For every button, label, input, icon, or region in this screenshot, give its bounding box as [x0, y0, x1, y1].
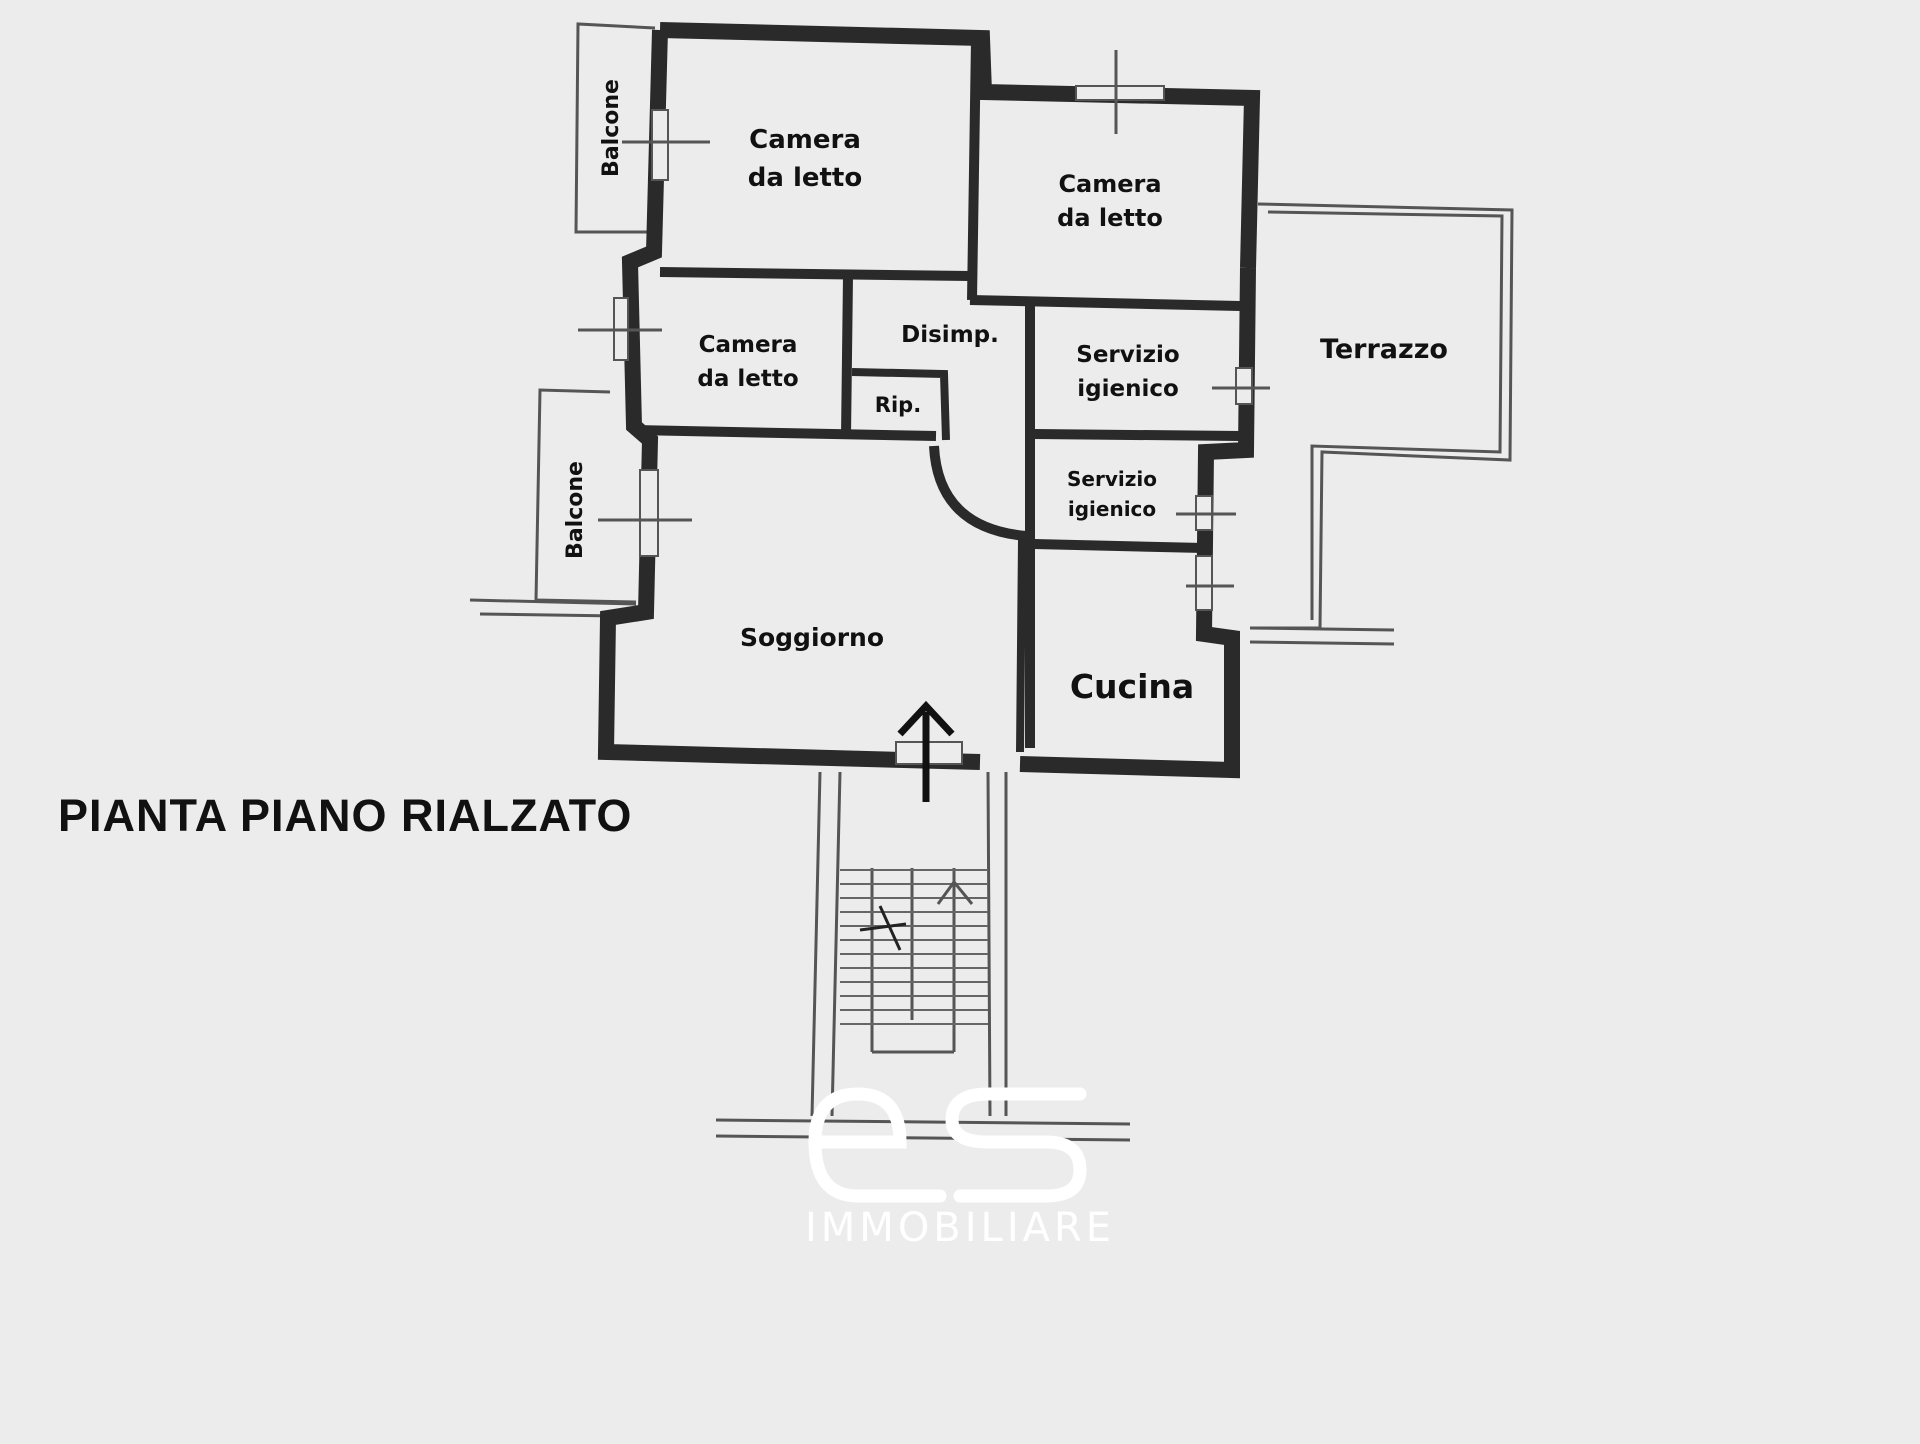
window-bagno1: [1212, 367, 1270, 405]
entrance-door: [895, 700, 963, 802]
label-camera3-line2: da letto: [697, 366, 798, 392]
label-camera2-line2: da letto: [1057, 204, 1163, 232]
label-balcone-top: Balcone: [599, 79, 624, 177]
label-camera3-line1: Camera: [699, 332, 798, 358]
label-bagno1-line2: igienico: [1077, 376, 1179, 402]
label-ripostiglio: Rip.: [875, 393, 921, 417]
outer-walls: [597, 22, 1261, 779]
windows: [578, 50, 1270, 802]
label-disimpegno: Disimp.: [901, 322, 999, 348]
window-camera1: [622, 109, 710, 181]
label-balcone-left: Balcone: [563, 461, 588, 559]
stair-treads: [840, 869, 988, 1025]
label-camera1-line2: da letto: [748, 163, 862, 193]
label-bagno2-line1: Servizio: [1067, 467, 1157, 491]
brand-logo-mark: [808, 1087, 1087, 1203]
label-camera1-line1: Camera: [749, 125, 861, 155]
window-bagno2: [1176, 495, 1236, 531]
plan-title: PIANTA PIANO RIALZATO: [58, 790, 633, 841]
window-soggiorno: [598, 469, 692, 557]
terrazzo-outline: [1249, 202, 1514, 646]
window-camera2: [1075, 50, 1165, 134]
brand-logo-text: IMMOBILIARE: [805, 1205, 1116, 1251]
room-labels: Camera da letto Camera da letto Camera d…: [563, 79, 1448, 706]
label-bagno2-line2: igienico: [1068, 497, 1156, 521]
label-soggiorno: Soggiorno: [740, 623, 884, 652]
label-bagno1-line1: Servizio: [1076, 342, 1179, 368]
window-camera3: [578, 297, 662, 361]
label-camera2-line1: Camera: [1058, 170, 1161, 198]
balcone-top-outline: [574, 22, 656, 234]
staircase: [715, 771, 1131, 1142]
balcone-left-outline: [469, 388, 637, 618]
interior-walls: [631, 39, 1241, 753]
label-cucina: Cucina: [1070, 667, 1194, 706]
window-cucina: [1186, 555, 1234, 611]
label-terrazzo: Terrazzo: [1320, 334, 1448, 365]
